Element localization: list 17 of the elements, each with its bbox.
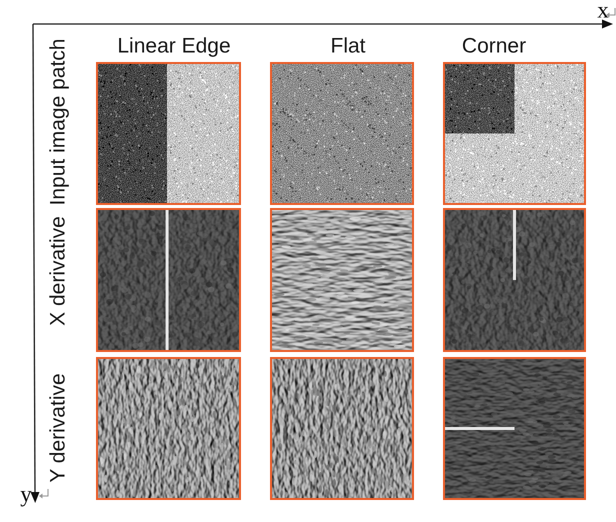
image-patch (443, 208, 586, 352)
image-patch (96, 62, 241, 205)
image-patch (443, 357, 586, 500)
axis-label: x (597, 0, 609, 23)
column-header: Flat (330, 34, 366, 58)
axis-label: y (20, 481, 32, 507)
image-patch (270, 62, 414, 205)
row-label: Y derivative (46, 373, 70, 483)
image-patch (96, 208, 241, 352)
image-patch (270, 357, 414, 500)
row-label: Input image patch (46, 38, 70, 206)
image-patch (96, 357, 241, 500)
column-header: Corner (462, 34, 526, 58)
image-patch (270, 208, 414, 352)
row-label: X derivative (46, 216, 70, 326)
column-header: Linear Edge (117, 34, 231, 58)
image-patch (443, 62, 586, 205)
